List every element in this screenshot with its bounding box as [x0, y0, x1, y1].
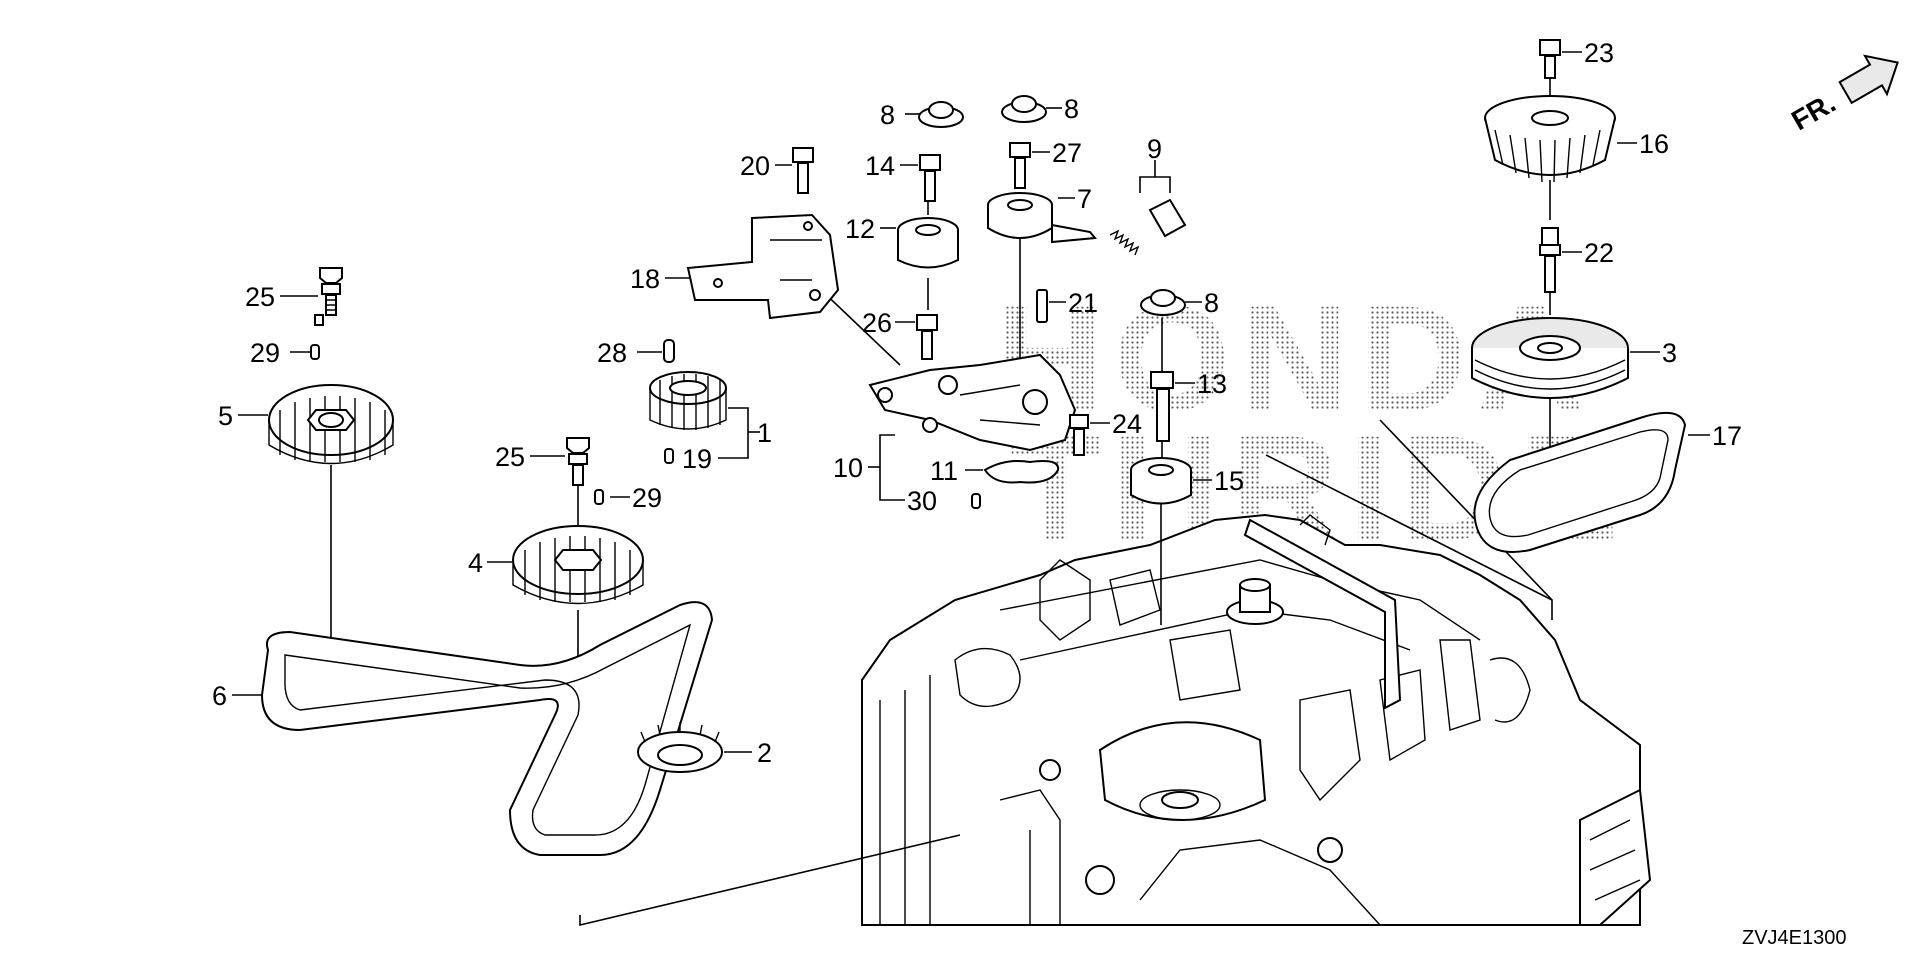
part-16-fan	[1484, 95, 1637, 183]
callout-1: 1	[757, 418, 772, 448]
callout-23: 23	[1584, 38, 1614, 68]
callout-30: 30	[907, 486, 937, 516]
part-24-bolt	[1069, 414, 1110, 456]
part-6-timing-belt	[232, 601, 714, 856]
part-7-tensioner	[987, 192, 1097, 244]
part-8-cap-center	[1140, 289, 1202, 316]
callout-26: 26	[862, 308, 892, 338]
part-25-bolt-lower	[530, 437, 590, 486]
part-20-bolt	[775, 147, 814, 194]
callout-29-upper: 29	[250, 338, 280, 368]
callout-19: 19	[682, 444, 712, 474]
part-17-v-belt	[1473, 411, 1710, 553]
callout-4: 4	[468, 548, 483, 578]
callout-25-lower: 25	[495, 442, 525, 472]
part-8-cap-left	[905, 101, 964, 128]
part-15-pulley	[1130, 457, 1212, 505]
callout-8-right: 8	[1064, 94, 1079, 124]
callout-17: 17	[1712, 421, 1742, 451]
engine-block	[861, 513, 1652, 926]
callout-20: 20	[740, 151, 770, 181]
callout-29-lower: 29	[632, 483, 662, 513]
part-9-spring	[1109, 160, 1187, 256]
part-23-bolt	[1539, 39, 1582, 79]
part-10-tensioner-bracket	[868, 353, 1077, 501]
callout-5: 5	[218, 401, 233, 431]
part-27-bolt	[1009, 142, 1050, 189]
callout-21: 21	[1068, 288, 1098, 318]
front-direction-label: FR.	[1786, 87, 1841, 136]
part-30-pin	[971, 493, 981, 509]
part-13-bolt	[1150, 371, 1195, 442]
callouts: 1 2 3 4 5 6 7 8 8 8 9 10 11 12 13 14 15 …	[212, 38, 1742, 768]
callout-6: 6	[212, 681, 227, 711]
callout-15: 15	[1214, 466, 1244, 496]
part-28-pin	[637, 339, 675, 363]
part-25-bolt-upper	[280, 267, 343, 316]
part-19-pin	[664, 448, 674, 464]
part-22-bolt	[1539, 227, 1582, 293]
part-11-o-ring	[965, 460, 1060, 484]
callout-2: 2	[757, 738, 772, 768]
part-29-pin-lower	[594, 489, 630, 505]
part-5-sprocket	[238, 384, 394, 465]
callout-22: 22	[1584, 238, 1614, 268]
callout-10: 10	[833, 453, 863, 483]
part-12-idler	[880, 217, 959, 269]
part-2-washer	[637, 722, 752, 773]
front-direction-arrow: FR.	[1786, 54, 1899, 136]
callout-7: 7	[1077, 184, 1092, 214]
part-8-cap-right	[1001, 95, 1062, 123]
part-1-gear	[649, 371, 760, 459]
callout-28: 28	[597, 338, 627, 368]
callout-11: 11	[930, 456, 958, 486]
part-26-bolt	[895, 314, 938, 360]
callout-9: 9	[1147, 134, 1162, 164]
part-4-sprocket	[487, 525, 644, 605]
callout-13: 13	[1197, 369, 1227, 399]
callout-25-upper: 25	[245, 282, 275, 312]
part-18-bracket	[665, 213, 840, 320]
part-21-pin	[1036, 289, 1066, 323]
callout-3: 3	[1662, 338, 1677, 368]
callout-16: 16	[1639, 129, 1669, 159]
callout-27: 27	[1052, 138, 1082, 168]
callout-18: 18	[630, 264, 660, 294]
part-14-bolt	[900, 154, 941, 202]
part-29-pin-upper	[290, 314, 324, 360]
callout-8-center: 8	[1204, 288, 1219, 318]
callout-12: 12	[845, 214, 875, 244]
callout-24: 24	[1112, 409, 1142, 439]
callout-14: 14	[865, 151, 895, 181]
part-3-pulley	[1471, 317, 1660, 399]
callout-8-left: 8	[880, 100, 895, 130]
drawing-code: ZVJ4E1300	[1742, 927, 1847, 949]
